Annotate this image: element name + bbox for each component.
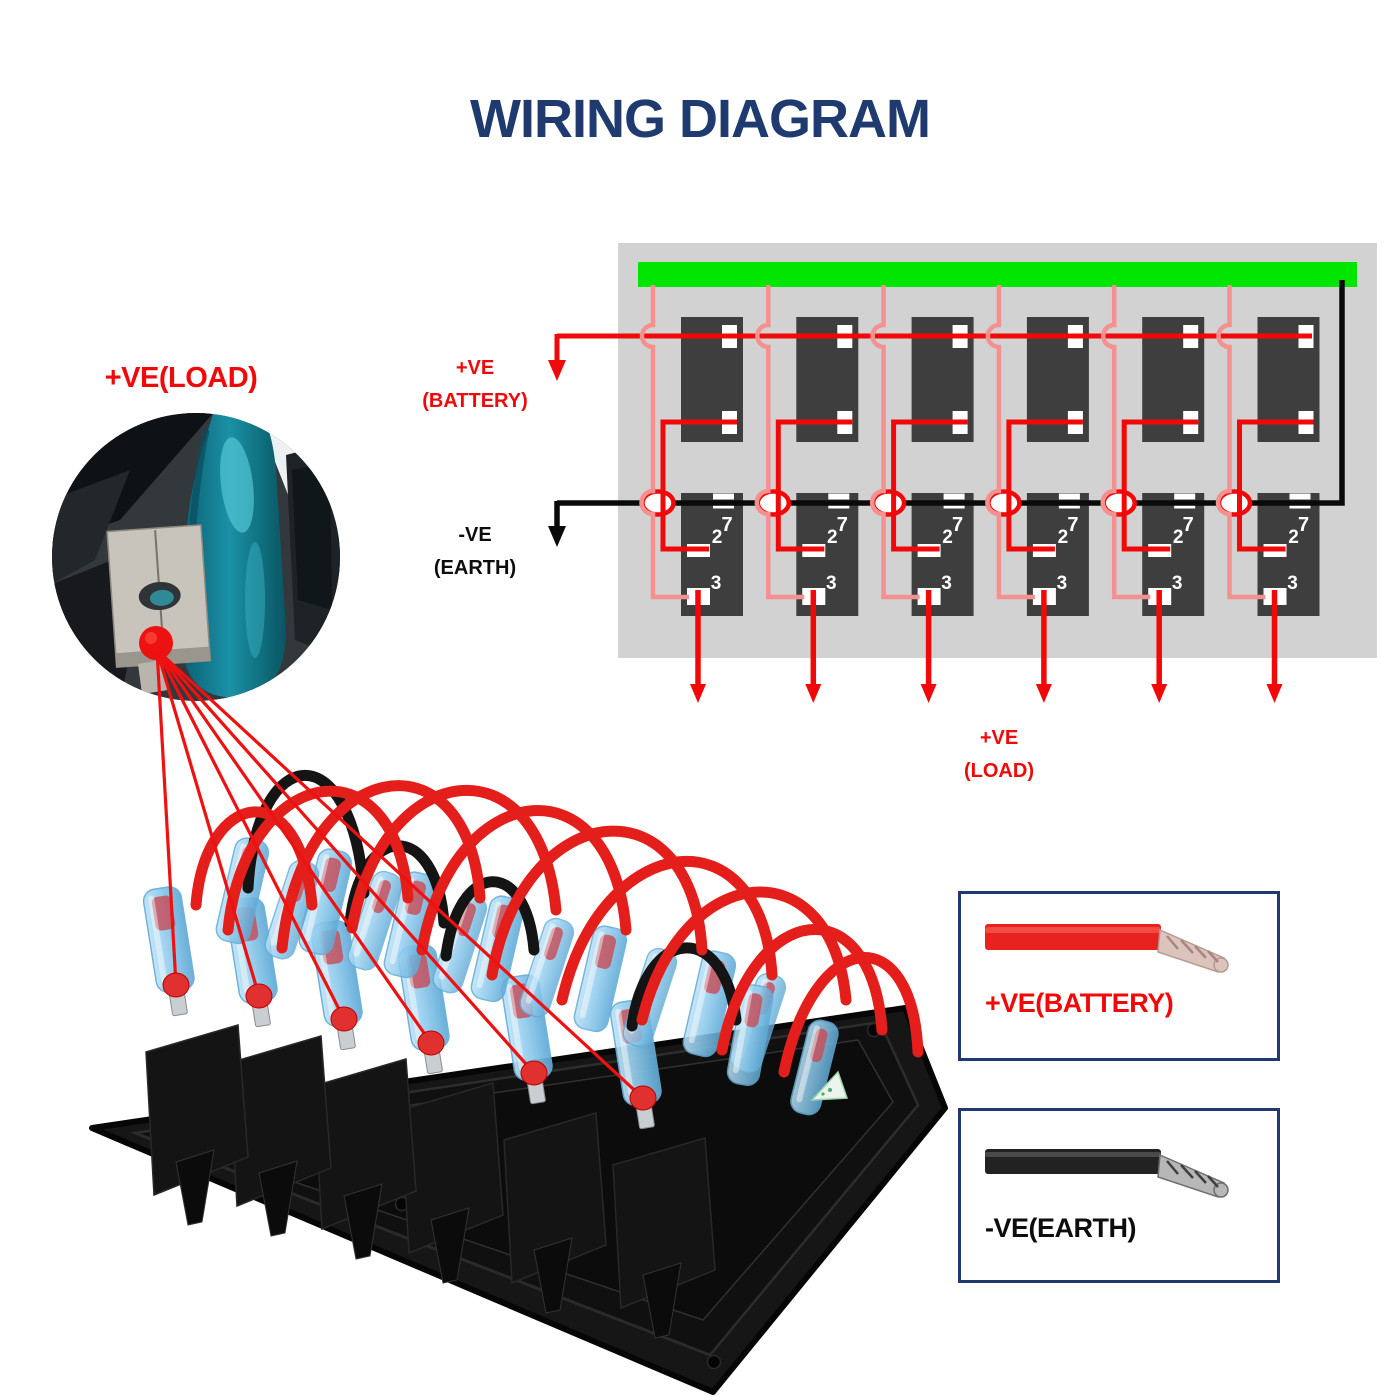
battery-label-line1: +VE [455, 357, 495, 379]
earth-label: -VE (EARTH) [400, 519, 550, 585]
load-label-line1: +VE [979, 727, 1019, 749]
svg-text:7: 7 [1183, 514, 1194, 536]
legend-battery-box: +VE(BATTERY) [958, 891, 1280, 1061]
svg-text:7: 7 [1067, 514, 1078, 536]
callout-lines [155, 648, 657, 1111]
svg-text:2: 2 [712, 527, 723, 548]
inset-load-label: +VE(LOAD) [104, 362, 258, 394]
svg-text:3: 3 [1172, 573, 1183, 594]
black-wire-sample [985, 1149, 1229, 1198]
svg-text:2: 2 [1058, 527, 1069, 548]
page-title: WIRING DIAGRAM [470, 89, 931, 149]
terminal-closeup-photo [52, 413, 340, 701]
load-label-line2: (LOAD) [964, 760, 1034, 782]
legend-battery-label: +VE(BATTERY) [985, 988, 1174, 1018]
svg-text:7: 7 [952, 514, 963, 536]
spade-terminal [106, 524, 212, 668]
svg-text:3: 3 [1287, 573, 1298, 594]
svg-text:3: 3 [711, 573, 722, 594]
svg-text:2: 2 [942, 527, 953, 548]
svg-text:3: 3 [826, 573, 837, 594]
battery-label: +VE (BATTERY) [400, 352, 550, 418]
svg-text:7: 7 [1298, 514, 1309, 536]
switch-panel-photo [89, 770, 948, 1395]
red-wire-sample [985, 924, 1229, 973]
svg-text:2: 2 [827, 527, 838, 548]
svg-text:2: 2 [1173, 527, 1184, 548]
load-label: +VE (LOAD) [928, 722, 1070, 788]
earth-label-line2: (EARTH) [433, 557, 517, 579]
legend-earth-label: -VE(EARTH) [985, 1213, 1137, 1243]
legend-earth-box: -VE(EARTH) [958, 1108, 1280, 1283]
svg-text:7: 7 [837, 514, 848, 536]
svg-text:2: 2 [1288, 527, 1299, 548]
svg-text:7: 7 [721, 514, 732, 536]
svg-text:3: 3 [941, 573, 952, 594]
battery-label-line2: (BATTERY) [422, 390, 528, 412]
svg-text:3: 3 [1057, 573, 1068, 594]
earth-label-line1: -VE [458, 524, 492, 546]
